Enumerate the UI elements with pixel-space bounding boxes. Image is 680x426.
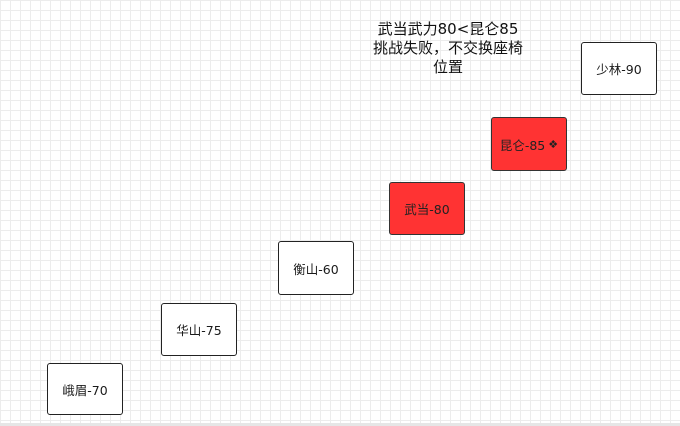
annotation-line-3: 位置 xyxy=(432,58,463,76)
node-emei-label: 峨眉-70 xyxy=(62,382,108,398)
node-wudang-label: 武当-80 xyxy=(404,202,450,217)
node-kunlun-label: 昆仑-85 xyxy=(499,137,546,153)
node-kunlun[interactable]: 昆仑-85 ❖ xyxy=(491,117,567,171)
annotation-line-1: 武当武力80<昆仑85 xyxy=(377,20,519,38)
node-huashan[interactable]: 华山-75 xyxy=(161,303,237,356)
node-hengshan-label: 衡山-60 xyxy=(293,261,339,277)
node-wudang[interactable]: 武当-80 xyxy=(389,182,465,235)
node-shaolin-label: 少林-90 xyxy=(596,62,642,77)
annotation-line-2: 挑战失败，不交换座椅 xyxy=(372,39,523,57)
node-shaolin[interactable]: 少林-90 xyxy=(581,42,657,95)
pointer-cursor-icon: ❖ xyxy=(548,137,559,151)
annotation-text[interactable]: 武当武力80<昆仑85 挑战失败，不交换座椅 位置 xyxy=(348,20,548,77)
node-emei[interactable]: 峨眉-70 xyxy=(47,363,123,415)
node-hengshan[interactable]: 衡山-60 xyxy=(278,241,354,295)
canvas-bottom-edge xyxy=(0,423,680,426)
node-huashan-label: 华山-75 xyxy=(176,323,222,338)
